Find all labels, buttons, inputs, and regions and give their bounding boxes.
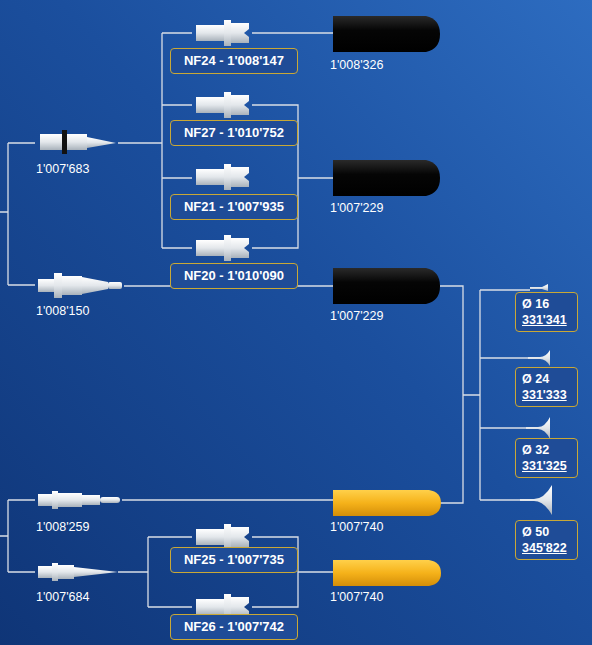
part-title: NF20 - 1'010'090 <box>178 268 290 284</box>
part-number: 331'333 <box>522 387 571 403</box>
part-number: 1'008'150 <box>36 304 89 319</box>
nozzle-box: NF20 - 1'010'090 <box>170 263 298 289</box>
sleeves <box>333 16 441 586</box>
part-number: 1'007'229 <box>330 201 383 216</box>
part-title: Ø 24 <box>522 371 571 387</box>
part-title: Ø 50 <box>522 524 571 540</box>
part-title: NF24 - 1'008'147 <box>178 53 290 69</box>
part-number: 345'822 <box>522 540 571 556</box>
part-number: 331'325 <box>522 458 571 474</box>
part-number: 1'007'740 <box>330 590 383 605</box>
gun-parts <box>38 130 122 581</box>
part-number: 331'341 <box>522 312 571 328</box>
part-title: NF26 - 1'007'742 <box>178 619 290 635</box>
nozzle-parts <box>196 20 249 620</box>
part-title: NF25 - 1'007'735 <box>178 552 290 568</box>
part-title: Ø 32 <box>522 442 571 458</box>
part-number: 1'008'259 <box>36 520 89 535</box>
part-number: 1'008'326 <box>330 58 383 73</box>
diameter-box: Ø 32331'325 <box>515 438 578 478</box>
part-title: NF21 - 1'007'935 <box>178 199 290 215</box>
part-number: 1'007'229 <box>330 309 383 324</box>
nozzle-box: NF24 - 1'008'147 <box>170 48 298 74</box>
diameter-box: Ø 50345'822 <box>515 520 578 560</box>
part-title: NF27 - 1'010'752 <box>178 125 290 141</box>
nozzle-box: NF21 - 1'007'935 <box>170 194 298 220</box>
part-number: 1'007'740 <box>330 520 383 535</box>
nozzle-box: NF25 - 1'007'735 <box>170 547 298 573</box>
diameter-box: Ø 24331'333 <box>515 367 578 407</box>
part-number: 1'007'683 <box>36 162 89 177</box>
nozzle-box: NF27 - 1'010'752 <box>170 120 298 146</box>
part-number: 1'007'684 <box>36 590 89 605</box>
diameter-box: Ø 16331'341 <box>515 292 578 332</box>
part-title: Ø 16 <box>522 296 571 312</box>
nozzle-box: NF26 - 1'007'742 <box>170 614 298 640</box>
bracket-lines <box>0 33 530 607</box>
